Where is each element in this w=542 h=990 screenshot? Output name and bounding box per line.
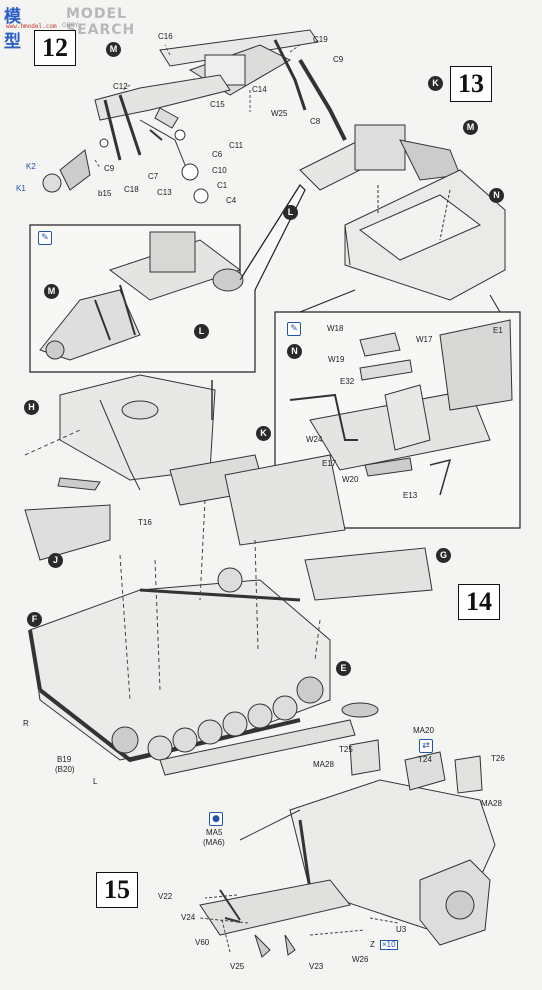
step13-parts bbox=[299, 124, 506, 301]
part-label: C4 bbox=[226, 196, 237, 205]
part-label: T24 bbox=[418, 755, 432, 764]
subassembly-marker-m: M bbox=[106, 42, 121, 57]
step-number-15: 15 bbox=[96, 872, 138, 908]
part-label: C14 bbox=[252, 85, 267, 94]
part-label: C16 bbox=[158, 32, 173, 41]
subassembly-marker-f: F bbox=[27, 612, 42, 627]
part-label: K1 bbox=[16, 184, 26, 193]
part-label: MA28 bbox=[481, 799, 502, 808]
part-label: V24 bbox=[181, 913, 196, 922]
part-label: (MA6) bbox=[203, 838, 225, 847]
subassembly-marker-m: M bbox=[44, 284, 59, 299]
part-label: E32 bbox=[340, 377, 355, 386]
part-label: MA5 bbox=[206, 828, 223, 837]
part-label: C9 bbox=[333, 55, 344, 64]
inset-deck-parts bbox=[289, 319, 513, 496]
part-label: V25 bbox=[230, 962, 245, 971]
part-label: W25 bbox=[271, 109, 288, 118]
watermark-brand-en: MODEL SEARCH bbox=[66, 6, 136, 38]
part-label: C7 bbox=[148, 172, 159, 181]
subassembly-marker-h: H bbox=[24, 400, 39, 415]
watermark-brand-url: www.hmodel.com bbox=[6, 23, 57, 30]
part-label: C18 bbox=[124, 185, 139, 194]
part-label: MA28 bbox=[313, 760, 334, 769]
part-label: U3 bbox=[396, 925, 407, 934]
part-label: Z bbox=[370, 940, 375, 949]
part-label: T16 bbox=[138, 518, 152, 527]
part-label: C19 bbox=[313, 35, 328, 44]
part-label: V22 bbox=[158, 892, 173, 901]
part-label: E13 bbox=[403, 491, 418, 500]
part-label: C1 bbox=[217, 181, 228, 190]
option-symbol-icon: ⇄ bbox=[419, 739, 433, 753]
subassembly-marker-l: L bbox=[194, 324, 209, 339]
part-label: C8 bbox=[310, 117, 321, 126]
part-label: E1 bbox=[493, 326, 503, 335]
step14-hull bbox=[28, 567, 379, 776]
part-label: W26 bbox=[352, 955, 369, 964]
part-label: V23 bbox=[309, 962, 324, 971]
part-label: W20 bbox=[342, 475, 359, 484]
subassembly-marker-g: G bbox=[436, 548, 451, 563]
subassembly-marker-m: M bbox=[463, 120, 478, 135]
part-label: W24 bbox=[306, 435, 323, 444]
part-label: C13 bbox=[157, 188, 172, 197]
part-label: (B20) bbox=[55, 765, 75, 774]
part-label: C10 bbox=[212, 166, 227, 175]
part-label: E17 bbox=[322, 459, 337, 468]
glue-symbol-icon: ● bbox=[209, 812, 223, 826]
part-label: C9 bbox=[104, 164, 115, 173]
part-label: L bbox=[93, 777, 98, 786]
quantity-badge: ×10 bbox=[380, 940, 398, 950]
part-label: C15 bbox=[210, 100, 225, 109]
inset-gun-detail bbox=[39, 231, 244, 361]
part-label: b15 bbox=[98, 189, 112, 198]
paint-symbol-icon: ✎ bbox=[287, 322, 301, 336]
subassembly-marker-k: K bbox=[256, 426, 271, 441]
part-label: T25 bbox=[339, 745, 353, 754]
subassembly-marker-e: E bbox=[336, 661, 351, 676]
part-label: T26 bbox=[491, 754, 505, 763]
step14-parts bbox=[24, 374, 433, 601]
part-label: W17 bbox=[416, 335, 433, 344]
part-label: C12 bbox=[113, 82, 128, 91]
subassembly-marker-l: L bbox=[283, 205, 298, 220]
part-label: R bbox=[23, 719, 29, 728]
step-number-13: 13 bbox=[450, 66, 492, 102]
part-label: MA20 bbox=[413, 726, 434, 735]
step-number-12: 12 bbox=[34, 30, 76, 66]
subassembly-marker-j: J bbox=[48, 553, 63, 568]
paint-symbol-icon: ✎ bbox=[38, 231, 52, 245]
part-label: W19 bbox=[328, 355, 345, 364]
part-label: W18 bbox=[327, 324, 344, 333]
part-label: K2 bbox=[26, 162, 36, 171]
part-label: C6 bbox=[212, 150, 223, 159]
step12-parts bbox=[42, 29, 347, 204]
part-label: C11 bbox=[229, 141, 244, 150]
watermark-brand-cn: 模型 bbox=[4, 7, 22, 52]
subassembly-marker-k: K bbox=[428, 76, 443, 91]
subassembly-marker-n: N bbox=[489, 188, 504, 203]
subassembly-marker-n: N bbox=[287, 344, 302, 359]
watermark-mark: OBBY bbox=[62, 22, 79, 29]
part-label: B19 bbox=[57, 755, 72, 764]
step15-hull bbox=[199, 739, 496, 958]
part-label: V60 bbox=[195, 938, 210, 947]
step-number-14: 14 bbox=[458, 584, 500, 620]
